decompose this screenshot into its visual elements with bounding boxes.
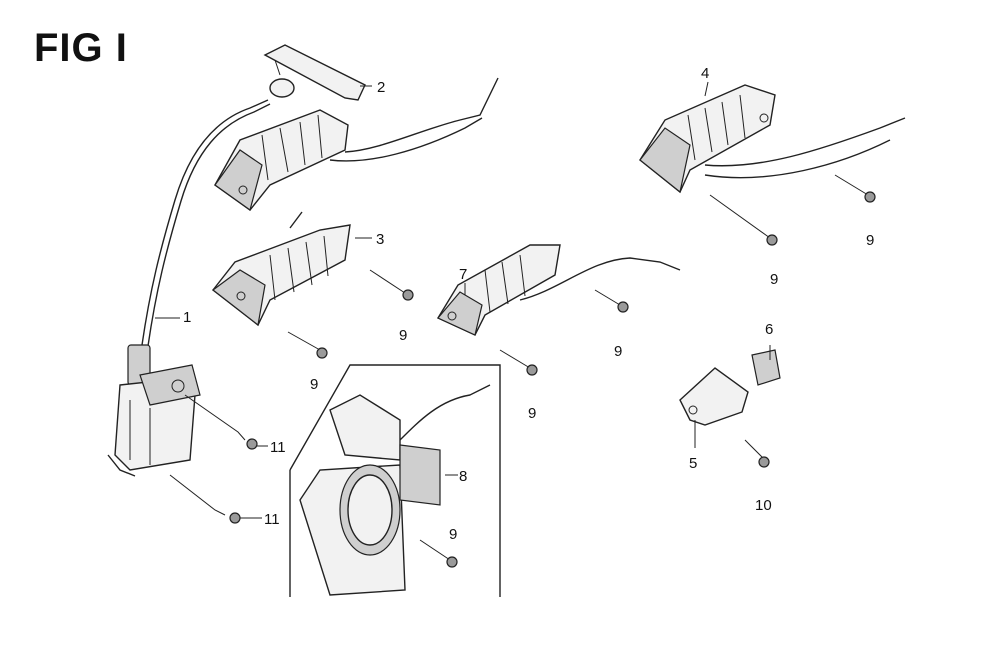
callout-11-b: 11 (264, 511, 280, 528)
callout-7: 7 (459, 266, 467, 283)
ignition-coil (107, 99, 271, 516)
callout-10: 10 (755, 497, 772, 514)
callout-9-c: 9 (528, 405, 536, 422)
callout-3: 3 (376, 231, 384, 248)
callout-1: 1 (183, 309, 191, 326)
callout-9-d: 9 (614, 343, 622, 360)
callouts: 1 2 3 4 5 6 7 8 9 9 9 9 9 9 9 10 11 11 (183, 65, 874, 543)
callout-9-e: 9 (770, 271, 778, 288)
pulser-coil (436, 244, 681, 369)
charge-coil (212, 211, 406, 351)
callout-9-a: 9 (399, 327, 407, 344)
bracket-and-cap (679, 349, 781, 461)
callout-5: 5 (689, 455, 697, 472)
figure-title: FIG I (34, 26, 128, 70)
bolts (229, 191, 876, 568)
callout-2: 2 (377, 79, 385, 96)
callout-9-b: 9 (310, 376, 318, 393)
callout-9-f: 9 (866, 232, 874, 249)
exciter-coil-upper (214, 77, 499, 211)
stator-assembly (289, 364, 501, 597)
callout-6: 6 (765, 321, 773, 338)
callout-8: 8 (459, 468, 467, 485)
callout-11-a: 11 (270, 439, 286, 456)
callout-9-g: 9 (449, 526, 457, 543)
spark-plug-cap (263, 44, 366, 101)
callout-4: 4 (701, 65, 709, 82)
lighting-coil (639, 84, 906, 239)
